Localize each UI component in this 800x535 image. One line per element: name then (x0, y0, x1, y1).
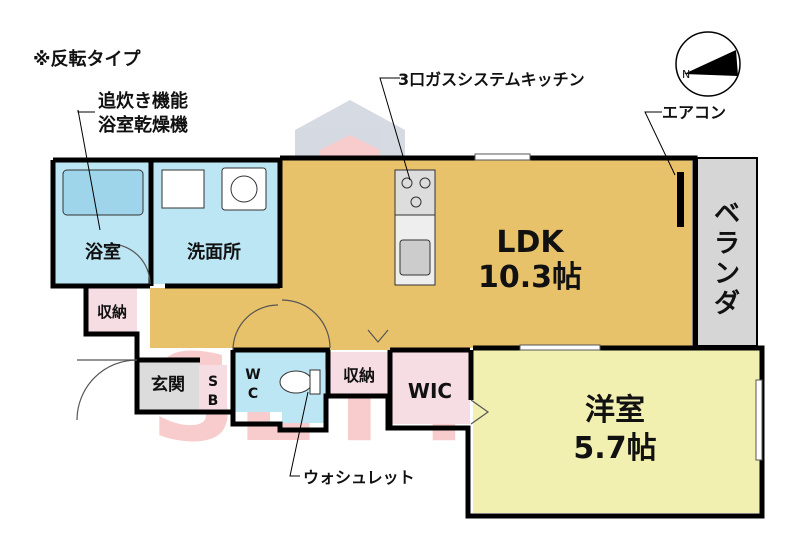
leader-line-bath (77, 109, 101, 231)
callout-bath-feature-1: 追炊き機能 (98, 90, 188, 112)
entrance-area (137, 360, 199, 410)
door-swing (281, 299, 331, 349)
window (474, 153, 531, 161)
shoebox-label-s: S (208, 374, 218, 390)
shoebox-label-b: B (208, 393, 219, 409)
toilet-area-lower (282, 395, 325, 423)
room-storage-upper-label: 収納 (97, 303, 127, 321)
room-wic-label: WIC (408, 379, 452, 403)
room-storage-middle-label: 収納 (343, 366, 375, 385)
room-washroom-label: 洗面所 (187, 241, 241, 263)
doors (76, 243, 490, 425)
balcony-label-3: ン (714, 259, 740, 289)
door-swing (76, 359, 138, 421)
sink-icon (399, 239, 431, 276)
aircon-icon (677, 172, 684, 227)
balcony-area (696, 157, 758, 347)
toilet-bowl-icon (279, 370, 313, 394)
leader-line-kitchen (379, 77, 411, 181)
room-bath-label: 浴室 (85, 241, 121, 263)
bathtub-icon (62, 169, 144, 216)
hallway-area (150, 288, 282, 348)
compass-label: N (682, 68, 690, 81)
door-swing (109, 243, 151, 285)
folding-door (470, 399, 490, 425)
leader-line-aircon (644, 111, 676, 176)
window (755, 379, 763, 461)
storage-middle-area (330, 352, 388, 394)
room-ldk-size: 10.3帖 (478, 260, 582, 295)
callout-bath-feature-2: 浴室乾燥機 (98, 114, 188, 136)
compass-needle-icon (684, 50, 738, 76)
room-entrance-label: 玄関 (151, 374, 185, 395)
shoebox-area (199, 365, 227, 410)
compass: N (675, 31, 741, 97)
fixtures (62, 167, 684, 395)
outer-wall (280, 155, 698, 348)
burner-icon (410, 196, 422, 208)
callout-aircon: エアコン (662, 103, 726, 122)
walls (50, 155, 765, 519)
callout-washlet: ウォシュレット (303, 468, 415, 487)
toilet-label-c: C (248, 386, 258, 402)
storage-upper-area (87, 288, 137, 332)
toilet-label-w: W (245, 367, 260, 383)
balcony-label-1: ベ (714, 199, 740, 229)
balcony-label-4: ダ (714, 288, 740, 319)
ldk-area (282, 158, 692, 348)
toilet-tank-icon (309, 369, 321, 395)
callout-kitchen: 3口ガスシステムキッチン (398, 70, 585, 89)
reversed-type-note: ※反転タイプ (33, 48, 141, 70)
burner-icon (419, 177, 431, 189)
washing-machine-drum-icon (230, 175, 258, 203)
door-swing (232, 304, 279, 351)
room-western-name: 洋室 (585, 393, 645, 428)
room-ldk-name: LDK (496, 225, 565, 260)
stove-icon (394, 169, 436, 216)
windows (474, 153, 763, 461)
burner-icon (401, 177, 413, 189)
wic-area (392, 352, 470, 424)
window (519, 344, 601, 351)
washing-machine-icon (221, 167, 267, 211)
washbasin-icon (161, 169, 205, 209)
room-western-size: 5.7帖 (573, 431, 656, 466)
balcony-label-2: ラ (714, 229, 740, 259)
leader-line-washlet (289, 391, 309, 477)
western-room-area (473, 350, 760, 513)
leader-lines (77, 77, 676, 477)
folding-door (367, 329, 389, 343)
hallway-area-lower (282, 340, 390, 350)
